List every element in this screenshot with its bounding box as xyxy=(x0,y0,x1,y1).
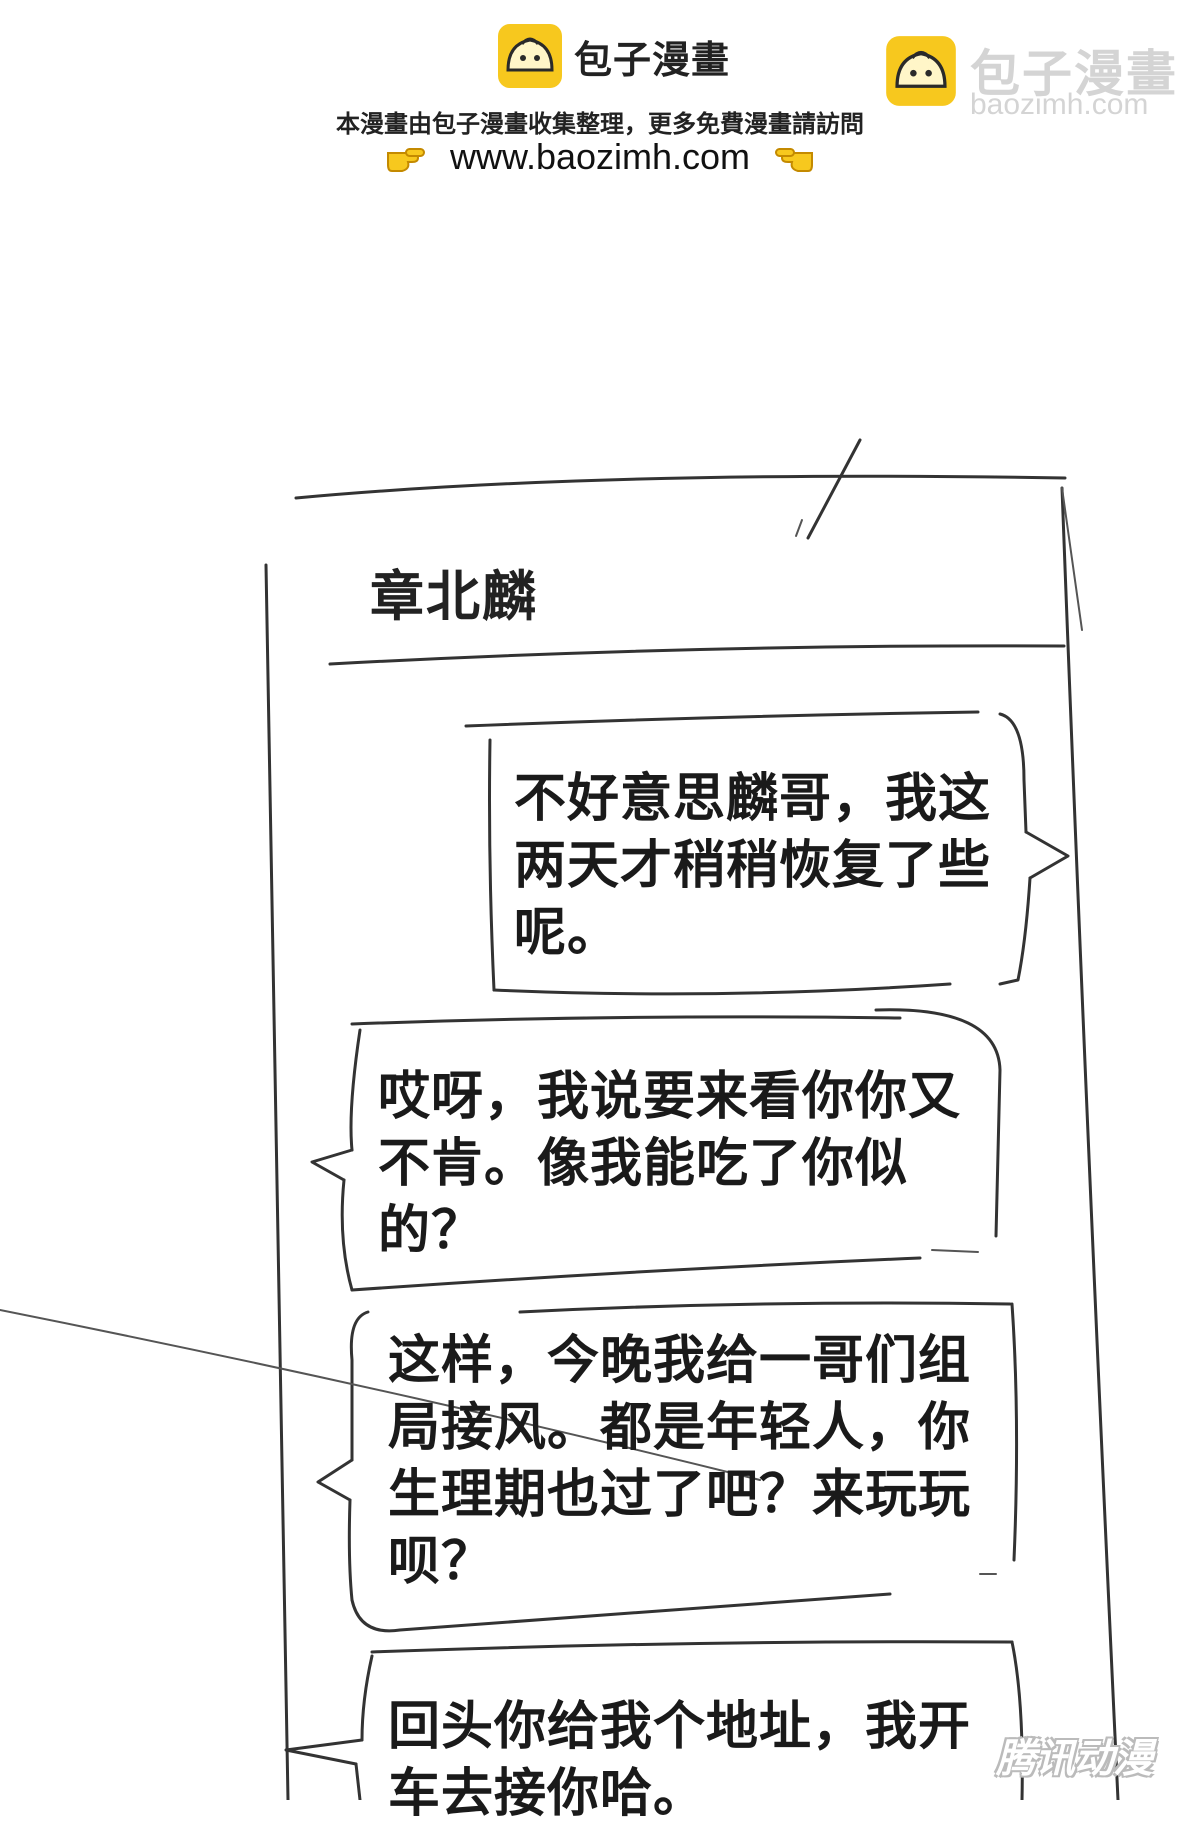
chat-bubble-incoming: 回头你给我个地址，我开车去接你哈。 xyxy=(388,1697,972,1824)
pointing-left-hand-icon xyxy=(775,148,814,172)
corner-domain: baozimh.com xyxy=(970,88,1149,121)
corner-watermark: 包子漫畫 baozimh.com xyxy=(884,32,1184,122)
chat-contact-name: 章北麟 xyxy=(370,565,538,628)
watermark-url-row: www.baozimh.com xyxy=(0,136,1200,178)
phone-left-edge xyxy=(264,563,290,1800)
publisher-watermark: 腾讯动漫 xyxy=(996,1736,1153,1782)
brand-logo: 包子漫畫 xyxy=(496,22,730,90)
phone-right-edge xyxy=(1060,486,1120,1800)
phone-top-edge xyxy=(294,474,1067,500)
chat-bubble-incoming: 这样，今晚我给一哥们组局接风。都是年轻人，你生理期也过了吧？来玩玩呗？ xyxy=(388,1331,972,1592)
pointing-right-hand-icon xyxy=(386,148,425,172)
brand-name: 包子漫畫 xyxy=(574,37,731,82)
chat-bubble-incoming: 哎呀，我说要来看你你又不肯。像我能吃了你似的？ xyxy=(378,1067,962,1261)
corner-brand-name: 包子漫畫 xyxy=(970,45,1178,103)
bun-icon xyxy=(498,24,562,88)
header-divider xyxy=(328,644,1066,666)
bun-icon xyxy=(886,36,956,106)
chat-bubble-outgoing: 不好意思麟哥，我这两天才稍稍恢复了些呢。 xyxy=(514,769,992,963)
diagonal-guide-line xyxy=(0,1309,761,1481)
watermark-url-link[interactable]: www.baozimh.com xyxy=(449,136,751,177)
watermark-tagline: 本漫畫由包子漫畫收集整理，更多免費漫畫請訪問 xyxy=(336,110,864,138)
header-watermark: 包子漫畫 本漫畫由包子漫畫收集整理，更多免費漫畫請訪問 www.baozimh.… xyxy=(0,0,1200,180)
